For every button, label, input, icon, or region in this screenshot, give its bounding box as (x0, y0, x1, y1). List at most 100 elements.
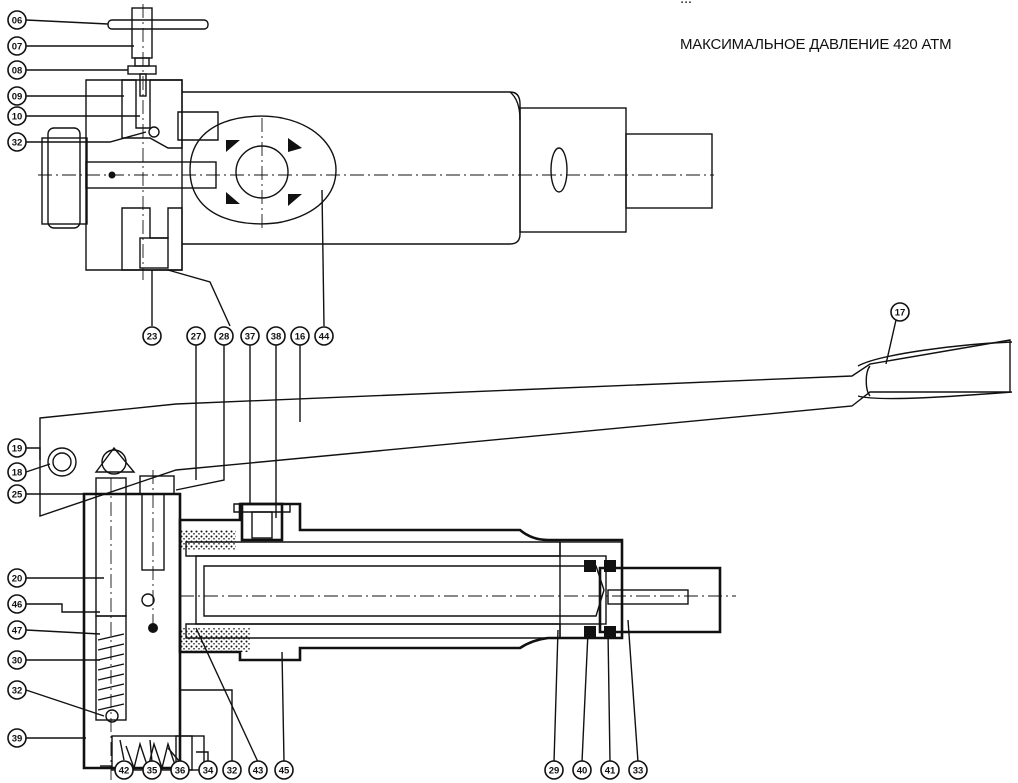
callout-circle (7, 36, 27, 56)
pump-handle-lever (39, 339, 1013, 517)
callout-c20: 20 (7, 568, 27, 588)
callout-number: 28 (219, 331, 230, 342)
callout-number: 08 (12, 65, 23, 76)
callout-c25: 25 (7, 484, 27, 504)
callout-bubbles: 06 07 08 09 10 32 23 27 28 37 38 16 44 17 19 18 25 20 46 47… (7, 10, 910, 780)
side-section-assembly (39, 339, 1013, 780)
callout-circle (7, 650, 27, 670)
callout-c23: 23 (142, 326, 162, 346)
callout-circle (248, 760, 268, 780)
callout-circle (274, 760, 294, 780)
callout-c32b: 32 (7, 680, 27, 700)
callout-number: 06 (12, 15, 23, 26)
callout-circle (7, 680, 27, 700)
callout-c18: 18 (7, 462, 27, 482)
callout-c43: 43 (248, 760, 268, 780)
callout-number: 20 (12, 573, 23, 584)
callout-number: 46 (12, 599, 23, 610)
callout-circle (7, 10, 27, 30)
max-pressure-caption: МАКСИМАЛЬНОЕ ДАВЛЕНИЕ 420 АТМ (680, 36, 952, 53)
callout-number: 29 (549, 765, 560, 776)
callout-number: 44 (319, 331, 330, 342)
callout-circle (198, 760, 218, 780)
callout-circle (7, 620, 27, 640)
callout-c38: 38 (266, 326, 286, 346)
callout-circle (7, 106, 27, 126)
callout-number: 33 (633, 765, 644, 776)
callout-number: 30 (12, 655, 23, 666)
callout-circle (290, 326, 310, 346)
callout-circle (7, 594, 27, 614)
callout-circle (114, 760, 134, 780)
callout-number: 17 (895, 307, 906, 318)
callout-c34: 34 (198, 760, 218, 780)
callout-number: 41 (605, 765, 616, 776)
callout-c35: 35 (142, 760, 162, 780)
callout-circle (142, 760, 162, 780)
callout-number: 45 (279, 765, 290, 776)
callout-c42: 42 (114, 760, 134, 780)
callout-circle (214, 326, 234, 346)
callout-number: 07 (12, 41, 23, 52)
callout-circle (544, 760, 564, 780)
callout-circle (186, 326, 206, 346)
callout-c09: 09 (7, 86, 27, 106)
pivot-pin (47, 447, 77, 477)
callout-c16: 16 (290, 326, 310, 346)
callout-c30: 30 (7, 650, 27, 670)
callout-number: 38 (271, 331, 282, 342)
callout-number: 43 (253, 765, 264, 776)
callout-c45: 45 (274, 760, 294, 780)
callout-c47: 47 (7, 620, 27, 640)
pump-body-section (82, 492, 182, 770)
callout-c28: 28 (214, 326, 234, 346)
callout-circle (7, 728, 27, 748)
callout-number: 37 (245, 331, 256, 342)
callout-circle (222, 760, 242, 780)
callout-number: 35 (147, 765, 158, 776)
callout-leaders (25, 19, 897, 763)
callout-c29: 29 (544, 760, 564, 780)
callout-number: 36 (175, 765, 186, 776)
callout-c41: 41 (600, 760, 620, 780)
callout-circle (600, 760, 620, 780)
callout-c39: 39 (7, 728, 27, 748)
callout-circle (266, 326, 286, 346)
cam-plate (189, 115, 337, 225)
callout-circle (7, 132, 27, 152)
callout-c17: 17 (890, 302, 910, 322)
callout-c44: 44 (314, 326, 334, 346)
callout-c40: 40 (572, 760, 592, 780)
callout-circle (572, 760, 592, 780)
callout-number: 25 (12, 489, 23, 500)
callout-circle (314, 326, 334, 346)
callout-c32a: 32 (7, 132, 27, 152)
callout-c37: 37 (240, 326, 260, 346)
callout-c08: 08 (7, 60, 27, 80)
callout-c27: 27 (186, 326, 206, 346)
callout-circle (142, 326, 162, 346)
callout-circle (170, 760, 190, 780)
callout-c06: 06 (7, 10, 27, 30)
callout-number: 32 (12, 685, 23, 696)
top-caption-cut: ... (680, 0, 692, 7)
callout-number: 10 (12, 111, 23, 122)
callout-circle (890, 302, 910, 322)
callout-number: 19 (12, 443, 23, 454)
ram-cylinder-section (178, 502, 736, 662)
callout-number: 42 (119, 765, 130, 776)
callout-circle (7, 484, 27, 504)
callout-number: 09 (12, 91, 23, 102)
callout-circle (7, 462, 27, 482)
callout-number: 16 (295, 331, 306, 342)
callout-c07: 07 (7, 36, 27, 56)
callout-c10: 10 (7, 106, 27, 126)
callout-number: 32 (227, 765, 238, 776)
callout-number: 39 (12, 733, 23, 744)
callout-circle (7, 568, 27, 588)
callout-number: 18 (12, 467, 23, 478)
callout-c36: 36 (170, 760, 190, 780)
callout-circle (7, 86, 27, 106)
